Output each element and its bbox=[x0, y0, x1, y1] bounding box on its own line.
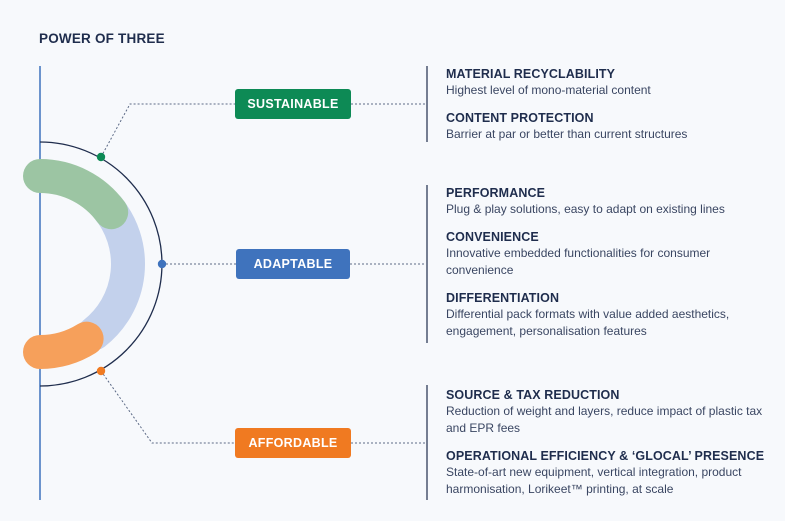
item-heading: OPERATIONAL EFFICIENCY & ‘GLOCAL’ PRESEN… bbox=[446, 449, 765, 463]
badge-sustainable: SUSTAINABLE bbox=[235, 89, 351, 119]
item-heading: MATERIAL RECYCLABILITY bbox=[446, 67, 616, 81]
item-source-tax-reduction: SOURCE & TAX REDUCTION Reduction of weig… bbox=[446, 387, 768, 437]
item-operational-efficiency: OPERATIONAL EFFICIENCY & ‘GLOCAL’ PRESEN… bbox=[446, 448, 768, 498]
badge-adaptable: ADAPTABLE bbox=[236, 249, 350, 279]
item-heading: SOURCE & TAX REDUCTION bbox=[446, 388, 620, 402]
connector-sustainable bbox=[100, 103, 236, 158]
item-description: State-of-art new equipment, vertical int… bbox=[446, 465, 742, 496]
group-sustainable: MATERIAL RECYCLABILITY Highest level of … bbox=[446, 66, 776, 143]
item-description: Differential pack formats with value add… bbox=[446, 307, 730, 338]
page-title: POWER OF THREE bbox=[39, 31, 165, 46]
item-description: Plug & play solutions, easy to adapt on … bbox=[446, 202, 725, 216]
dot-adaptable bbox=[157, 259, 167, 269]
ring-segment-sustainable bbox=[23, 159, 129, 230]
item-description: Highest level of mono-material content bbox=[446, 83, 651, 97]
item-description: Reduction of weight and layers, reduce i… bbox=[446, 404, 763, 435]
item-description: Barrier at par or better than current st… bbox=[446, 127, 688, 141]
item-material-recyclability: MATERIAL RECYCLABILITY Highest level of … bbox=[446, 66, 776, 99]
badge-affordable: AFFORDABLE bbox=[235, 428, 351, 458]
ring-segment-affordable bbox=[23, 321, 104, 369]
item-heading: CONTENT PROTECTION bbox=[446, 111, 594, 125]
item-performance: PERFORMANCE Plug & play solutions, easy … bbox=[446, 185, 751, 218]
item-convenience: CONVENIENCE Innovative embedded function… bbox=[446, 229, 751, 279]
dot-sustainable bbox=[96, 152, 106, 162]
group-adaptable: PERFORMANCE Plug & play solutions, easy … bbox=[446, 185, 751, 340]
connector-affordable bbox=[100, 370, 236, 444]
item-differentiation: DIFFERENTIATION Differential pack format… bbox=[446, 290, 751, 340]
dot-affordable bbox=[96, 366, 106, 376]
group-affordable: SOURCE & TAX REDUCTION Reduction of weig… bbox=[446, 387, 768, 498]
item-heading: PERFORMANCE bbox=[446, 186, 546, 200]
item-content-protection: CONTENT PROTECTION Barrier at par or bet… bbox=[446, 110, 776, 143]
item-heading: CONVENIENCE bbox=[446, 230, 539, 244]
item-description: Innovative embedded functionalities for … bbox=[446, 246, 711, 277]
item-heading: DIFFERENTIATION bbox=[446, 291, 560, 305]
